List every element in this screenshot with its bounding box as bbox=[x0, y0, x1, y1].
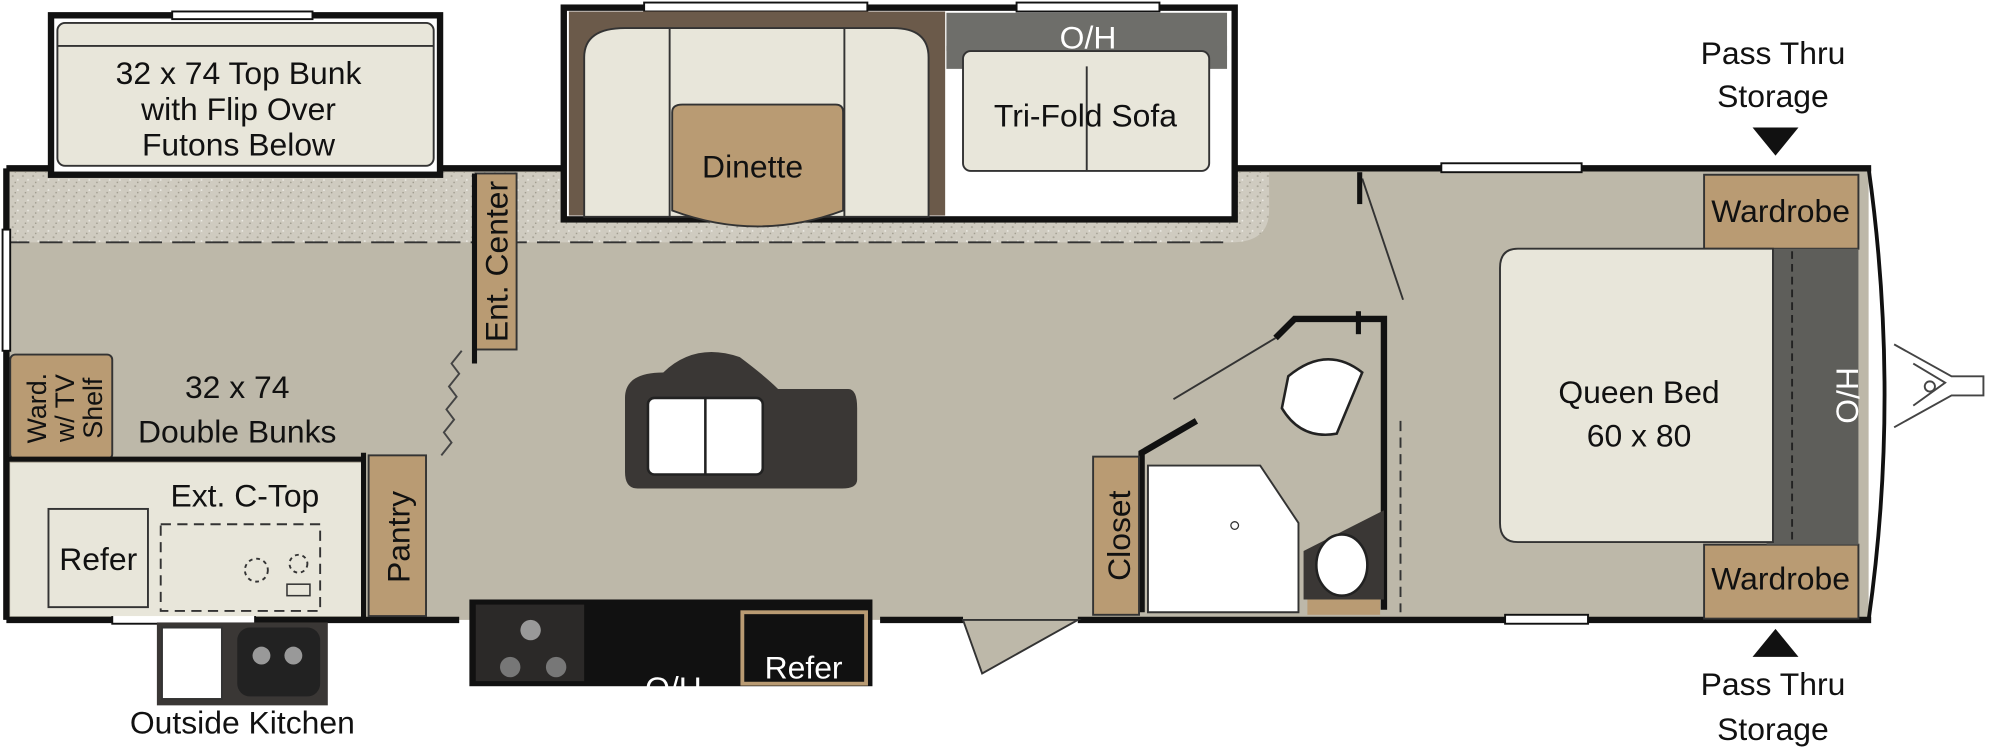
top-bunk-slideout: 32 x 74 Top Bunk with Flip Over Futons B… bbox=[47, 10, 444, 178]
queen-bed-label-2: 60 x 80 bbox=[1587, 417, 1692, 453]
ext-ctop-label: Ext. C-Top bbox=[170, 477, 319, 513]
ent-center-label: Ent. Center bbox=[479, 180, 515, 342]
hitch bbox=[1893, 343, 1985, 429]
shower bbox=[1147, 464, 1300, 614]
arrow-up-icon bbox=[1752, 628, 1799, 657]
overhead-cabinet-top bbox=[946, 12, 1228, 52]
refer-left bbox=[47, 507, 149, 609]
dinette-slideout: Dinette O/H Tri-Fold Sofa bbox=[560, 1, 1238, 228]
kitchen-counter bbox=[469, 599, 873, 687]
top-bunk-label-1: 32 x 74 Top Bunk bbox=[116, 55, 362, 91]
arrow-down-icon bbox=[1752, 127, 1799, 156]
entry-door[interactable] bbox=[961, 618, 1082, 675]
pass-thru-bottom-label-1: Pass Thru bbox=[1701, 666, 1846, 702]
sofa-label: Tri-Fold Sofa bbox=[994, 97, 1177, 133]
wardrobe-top bbox=[1703, 173, 1860, 250]
closet bbox=[1092, 455, 1140, 616]
dinette-table bbox=[671, 103, 845, 228]
ward-label-2: w/ TV bbox=[50, 374, 80, 443]
dinette-label: Dinette bbox=[702, 148, 803, 184]
ward-label-3: Shelf bbox=[78, 377, 108, 439]
kitchen-island bbox=[625, 352, 858, 489]
wardrobe-top-label: Wardrobe bbox=[1711, 193, 1850, 229]
bathroom bbox=[1092, 172, 1404, 616]
pantry-label: Pantry bbox=[380, 491, 416, 583]
outside-kitchen-label: Outside Kitchen bbox=[130, 704, 355, 740]
outside-kitchen bbox=[156, 622, 328, 706]
refer-kitchen bbox=[740, 610, 868, 686]
overhead-bed-label: H/O bbox=[1830, 367, 1866, 424]
refer-left-label: Refer bbox=[59, 541, 137, 577]
wardrobe-bottom-label: Wardrobe bbox=[1711, 560, 1850, 596]
overhead-top-label: O/H bbox=[1060, 19, 1117, 55]
toilet bbox=[1280, 358, 1364, 436]
overhead-bed-cabinet bbox=[1766, 248, 1859, 545]
closet-label: Closet bbox=[1101, 490, 1137, 580]
double-bunks-label-1: 32 x 74 bbox=[185, 369, 290, 405]
wardrobe-bottom bbox=[1703, 543, 1860, 620]
ward-label-1: Ward. bbox=[22, 373, 52, 443]
pass-thru-top-label-1: Pass Thru bbox=[1701, 35, 1846, 71]
pantry bbox=[367, 454, 427, 618]
top-bunk-label-3: Futons Below bbox=[142, 127, 336, 163]
overhead-bottom-label: O/H bbox=[645, 670, 702, 706]
refer-kitchen-label: Refer bbox=[765, 650, 843, 686]
pass-thru-bottom-label-2: Storage bbox=[1717, 711, 1829, 747]
queen-bed bbox=[1499, 247, 1774, 544]
pass-thru-top-label-2: Storage bbox=[1717, 78, 1829, 114]
double-bunks-label-2: Double Bunks bbox=[138, 414, 336, 450]
ext-ctop-cooktop bbox=[159, 523, 322, 612]
queen-bed-label-1: Queen Bed bbox=[1558, 374, 1719, 410]
top-bunk-label-2: with Flip Over bbox=[140, 91, 336, 127]
bathroom-sink bbox=[1315, 533, 1369, 597]
curtain bbox=[440, 350, 463, 456]
